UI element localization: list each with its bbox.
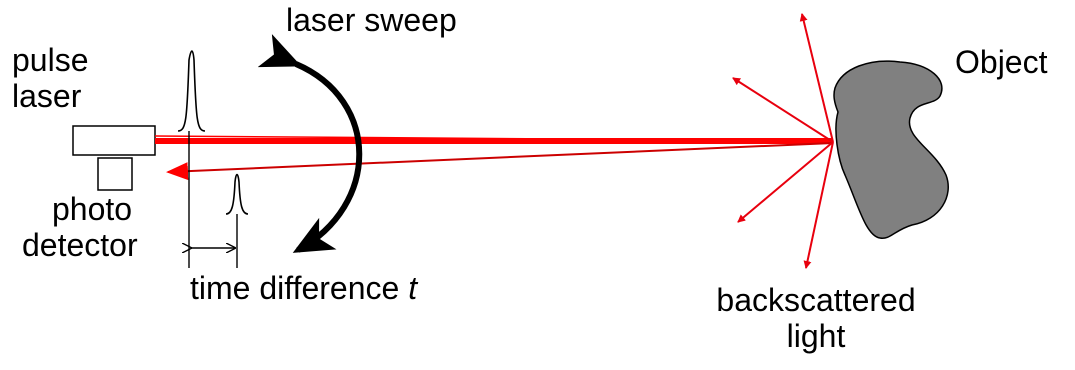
return-beam xyxy=(166,142,834,181)
scatter-arrow-down xyxy=(803,141,834,269)
backscattered-label: backscattered xyxy=(716,282,916,318)
backscatter-arrows xyxy=(732,13,834,269)
object-shape xyxy=(833,60,949,239)
scatter-arrow-up-right xyxy=(799,13,834,143)
scatter-arrow-up-left xyxy=(732,77,834,143)
received-pulse-waveform xyxy=(225,173,249,215)
time-symbol: t xyxy=(408,270,418,306)
detector-label: detector xyxy=(22,227,138,263)
time-difference-text: time difference xyxy=(190,270,409,306)
laser-sweep-label: laser sweep xyxy=(286,2,457,38)
time-difference-label: time difference t xyxy=(190,270,417,306)
emitted-pulse-waveform xyxy=(177,50,206,132)
scatter-arrow-down-left xyxy=(737,141,834,223)
photo-detector-box xyxy=(97,157,133,191)
pulse-label: pulse xyxy=(12,42,89,78)
object-label: Object xyxy=(955,44,1048,80)
photo-label: photo xyxy=(52,191,133,227)
light-label: light xyxy=(786,318,846,354)
laser-sweep-arrow xyxy=(257,34,363,253)
pulse-laser-box xyxy=(72,125,156,156)
laser-label: laser xyxy=(12,78,82,114)
